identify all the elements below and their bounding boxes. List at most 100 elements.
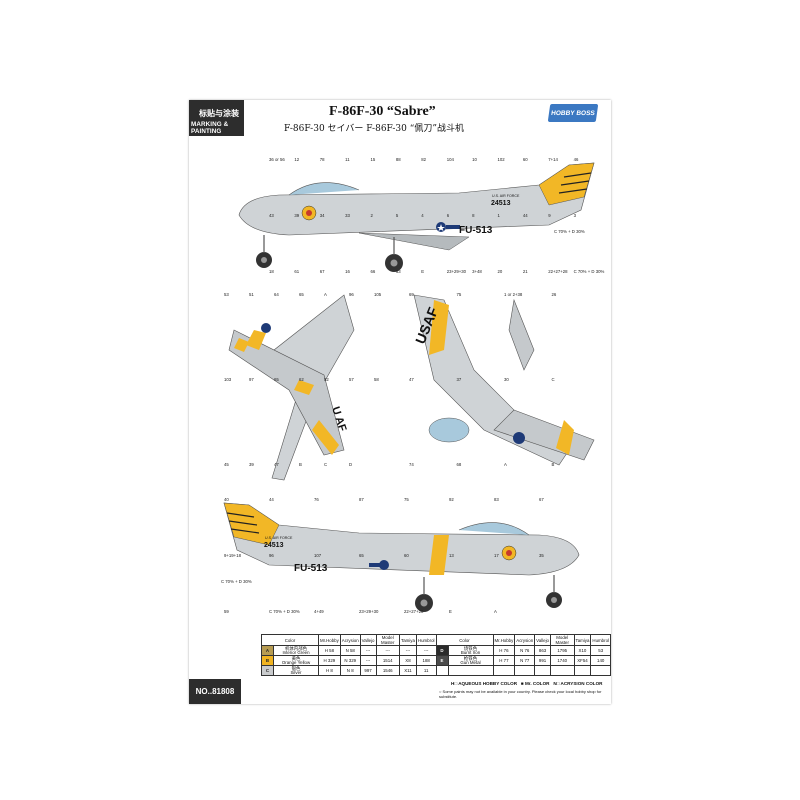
- humbrol-code: 140: [590, 655, 611, 666]
- color-swatch: E: [435, 655, 449, 666]
- callout-label: 7+14: [548, 157, 558, 162]
- col-header: Mr.Hobby: [492, 634, 516, 646]
- callout-label: 34: [320, 213, 325, 218]
- buzz-number-2: FU-513: [294, 563, 328, 574]
- paint-legend: H□ AQUEOUS HOBBY COLOR ■ Mr. COLOR N□ AC…: [451, 681, 602, 686]
- callout-label: 65: [359, 553, 364, 558]
- callout-label: 105: [374, 292, 382, 297]
- vallejo-code: 997: [359, 665, 377, 676]
- color-name-cn: 机体内部色: [285, 645, 307, 651]
- callout-label: 10: [472, 157, 477, 162]
- callout-label: 59: [224, 609, 229, 614]
- color-name-en: Interior Green: [282, 649, 310, 655]
- side-view-right: FU-513 24513 U.S. AIR FORCE C 70% + D 30…: [221, 497, 580, 614]
- callout-label: 15: [371, 157, 376, 162]
- buzz-number-1: FU-513: [459, 225, 493, 236]
- callout-label: 62: [299, 377, 304, 382]
- model-master-code: 1795: [550, 645, 575, 656]
- callout-label: 39: [294, 213, 299, 218]
- callout-label: 44: [269, 497, 274, 502]
- callout-label: 30: [504, 377, 509, 382]
- callout-label: E: [421, 269, 424, 274]
- col-header: Acrysion: [514, 634, 536, 646]
- empty-cell: [514, 665, 536, 676]
- col-header: Model Master: [550, 634, 575, 646]
- callout-label: 13: [449, 553, 454, 558]
- callout-label: 6: [447, 213, 450, 218]
- tamiya-code: X11: [399, 665, 417, 676]
- callout-label: A: [494, 609, 497, 614]
- callout-label: 23+29+30: [359, 609, 379, 614]
- acrysion-code: N 8: [339, 665, 361, 676]
- vallejo-code: ---: [359, 655, 377, 666]
- humbrol-code: 188: [415, 655, 437, 666]
- color-name-en: Gun Metal: [460, 659, 481, 665]
- callout-label: 57: [349, 377, 354, 382]
- callout-label: 21: [523, 269, 528, 274]
- col-color: Color: [261, 634, 319, 646]
- col-header: Tamiya: [399, 634, 417, 646]
- empty-cell: [573, 665, 592, 676]
- callout-label: B: [552, 462, 555, 467]
- callout-label: 26: [552, 292, 557, 297]
- callout-label: 78: [320, 157, 325, 162]
- color-name-cn: 银色: [291, 665, 301, 671]
- callout-label: 65: [274, 377, 279, 382]
- empty-cell: [550, 665, 575, 676]
- callout-label: 75: [457, 292, 462, 297]
- callout-label: 12: [294, 157, 299, 162]
- col-header: Vallejo: [359, 634, 377, 646]
- model-master-code: 1514: [375, 655, 400, 666]
- tamiya-code: X8: [399, 655, 417, 666]
- vallejo-code: 863: [534, 645, 551, 656]
- callout-label: 63: [396, 269, 401, 274]
- col-header: Humbrol: [415, 634, 437, 646]
- callout-label: 9: [548, 213, 551, 218]
- callout-label: 66: [371, 269, 376, 274]
- callout-label: 3+48: [472, 269, 482, 274]
- model-master-code: 1740: [550, 655, 575, 666]
- callout-mix-1: C 70% + D 30%: [554, 229, 585, 234]
- callout-label: 53: [224, 292, 229, 297]
- col-header: Model Master: [375, 634, 400, 646]
- tamiya-code: ---: [399, 645, 417, 656]
- callout-label: 44: [523, 213, 528, 218]
- tamiya-code: XF54: [573, 655, 592, 666]
- instruction-sheet: 标贴与涂装 MARKING & PAINTING F-86F-30 “Sabre…: [189, 100, 611, 704]
- callout-label: 47: [274, 462, 279, 467]
- brand-logo: HOBBY BOSS: [547, 104, 599, 122]
- callout-label: 3: [574, 213, 577, 218]
- col-color: Color: [435, 634, 494, 646]
- callout-label: A: [324, 292, 327, 297]
- color-name-en: Orange Yellow: [281, 659, 311, 665]
- empty-cell: [435, 665, 449, 676]
- callout-label: E: [449, 609, 452, 614]
- callout-label: 65: [299, 292, 304, 297]
- mr-hobby-code: H 77: [492, 655, 516, 666]
- color-name-cn: 黄色: [291, 655, 301, 661]
- callout-label: 22+27+28: [548, 269, 568, 274]
- callout-label: 107: [314, 553, 322, 558]
- col-header: Mr.Hobby: [318, 634, 341, 646]
- legend-aqueous: H□ AQUEOUS HOBBY COLOR: [451, 681, 518, 686]
- side-view-left: FU-513 24513 U.S. AIR FORCE C 70% + D 30…: [238, 157, 604, 274]
- product-number: NO..81808: [189, 679, 241, 704]
- color-swatch: D: [435, 645, 449, 656]
- callout-label: 1: [497, 213, 500, 218]
- callout-label: 5: [396, 213, 399, 218]
- callout-label: 64: [274, 292, 279, 297]
- availability-note: ○ Some paints may not be available in yo…: [439, 689, 602, 699]
- humbrol-code: 53: [590, 645, 611, 656]
- vallejo-code: ---: [359, 645, 377, 656]
- callout-label: 88: [396, 157, 401, 162]
